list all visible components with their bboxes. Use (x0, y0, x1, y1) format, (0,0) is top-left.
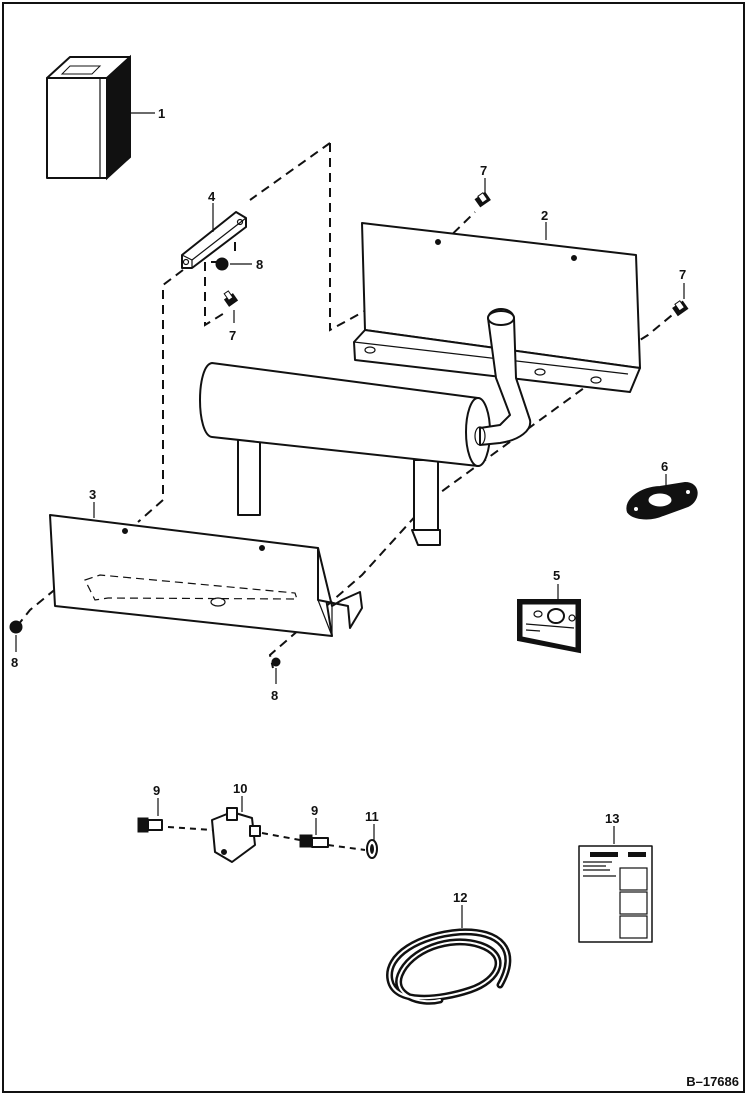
callout-7-right: 7 (679, 267, 686, 282)
callout-8-bottom: 8 (271, 688, 278, 703)
bracket-icon (181, 203, 247, 269)
fittings-assembly (167, 826, 366, 851)
fitting-icon (137, 798, 163, 833)
callout-13: 13 (605, 811, 619, 826)
callout-9-left: 9 (153, 783, 160, 798)
hose-icon (386, 905, 512, 1005)
callout-9-right: 9 (311, 803, 318, 818)
figure-id: B–17686 (686, 1074, 739, 1089)
callout-8-left: 8 (11, 655, 18, 670)
callout-7-bracket: 7 (229, 328, 236, 343)
callout-12: 12 (453, 890, 467, 905)
lower-heat-shield-icon (49, 502, 363, 637)
callout-1: 1 (158, 106, 165, 121)
bolt-icon (223, 290, 239, 323)
plate-icon (517, 584, 581, 654)
clamp-icon (366, 824, 378, 859)
callout-5: 5 (553, 568, 560, 583)
bolt-icon (474, 178, 491, 208)
muffler-icon (199, 308, 532, 546)
nut-icon (271, 657, 281, 684)
callout-10: 10 (233, 781, 247, 796)
callout-6: 6 (661, 459, 668, 474)
nut-icon (9, 620, 23, 652)
callout-3: 3 (89, 487, 96, 502)
valve-block-icon (211, 796, 261, 863)
kit-box-icon (46, 54, 155, 181)
gasket-icon (626, 474, 698, 520)
fitting-icon (299, 818, 329, 848)
instruction-sheet-icon (578, 826, 653, 943)
callout-2: 2 (541, 208, 548, 223)
bolt-icon (672, 283, 689, 317)
callout-8-bracket: 8 (256, 257, 263, 272)
callout-labels: 1 2 3 4 5 6 7 7 7 8 8 8 9 10 9 11 12 13 (11, 106, 686, 905)
callout-7-top: 7 (480, 163, 487, 178)
callout-4: 4 (208, 189, 216, 204)
nut-icon (215, 257, 252, 271)
callout-11: 11 (365, 809, 379, 824)
